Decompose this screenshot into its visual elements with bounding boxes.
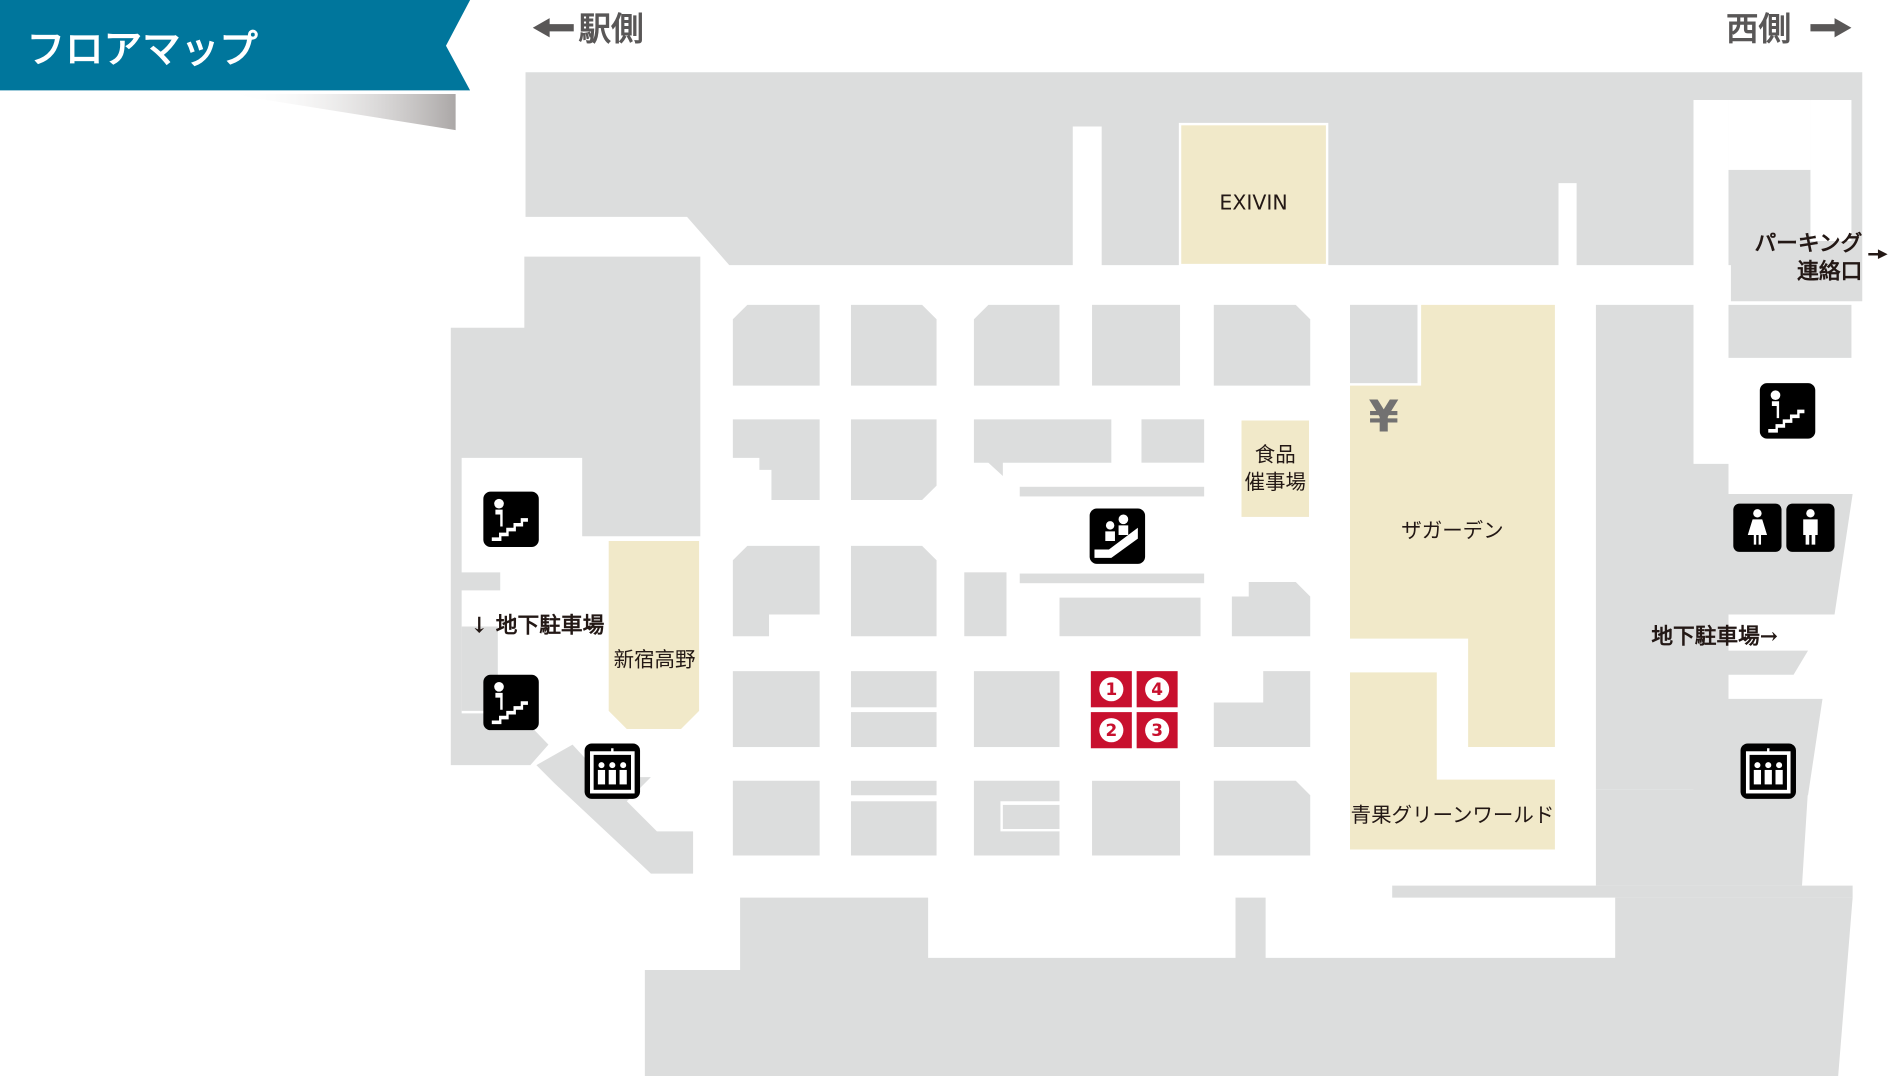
svg-text:EXIVIN: EXIVIN: [1219, 191, 1287, 215]
parking-link-label: パーキング 連絡口: [1754, 231, 1888, 284]
svg-text:1: 1: [1105, 679, 1117, 699]
svg-text:4: 4: [1151, 679, 1163, 699]
svg-text:催事場: 催事場: [1245, 470, 1306, 494]
header-banner: フロアマップ: [0, 0, 471, 131]
exit-4[interactable]: 4: [1136, 671, 1178, 708]
exit-2[interactable]: 2: [1090, 712, 1132, 749]
restroom-male-icon: [1786, 503, 1835, 552]
elevator-icon: [1738, 741, 1798, 801]
svg-text:パーキング: パーキング: [1754, 231, 1862, 257]
shop-exivin[interactable]: EXIVIN: [1181, 125, 1326, 264]
svg-text:ザガーデン: ザガーデン: [1401, 518, 1503, 542]
direction-right: 西側: [1726, 9, 1852, 48]
elevator-icon: [582, 741, 642, 801]
arrow-left-icon: [532, 18, 574, 38]
svg-text:新宿高野: 新宿高野: [614, 647, 696, 671]
svg-text:食品: 食品: [1255, 442, 1296, 466]
stairs-icon: [483, 674, 539, 731]
restroom-female-icon: [1733, 503, 1782, 552]
page-title: フロアマップ: [27, 28, 259, 73]
stairs-icon: [1759, 383, 1816, 439]
svg-text:3: 3: [1151, 720, 1163, 740]
svg-text:西側: 西側: [1726, 9, 1791, 48]
svg-text:青果グリーンワールド: 青果グリーンワールド: [1351, 803, 1555, 827]
direction-left: 駅側: [532, 9, 644, 48]
underground-parking-label-left: ↓ 地下駐車場: [470, 614, 604, 639]
interior-blocks: [732, 304, 1418, 856]
exit-3[interactable]: 3: [1136, 712, 1178, 749]
shop-shinjuku-takano[interactable]: 新宿高野: [608, 541, 700, 729]
shops: EXIVIN 食品 催事場 ザガーデン ¥ 青果グリーンワールド 新宿高野: [608, 125, 1555, 850]
atm-yen-icon: ¥: [1369, 392, 1399, 442]
arrow-right-icon: [1868, 249, 1888, 260]
escalator-icon: [1089, 508, 1146, 564]
stairs-icon: [483, 491, 539, 548]
numbered-exits: 1 4 2 3: [1090, 671, 1178, 749]
shop-food-event-hall[interactable]: 食品 催事場: [1241, 420, 1310, 517]
arrow-right-icon: [1810, 18, 1852, 38]
shop-seika-green-world[interactable]: 青果グリーンワールド: [1350, 672, 1555, 850]
shop-the-garden[interactable]: ザガーデン ¥: [1350, 304, 1555, 748]
underground-parking-label-right: 地下駐車場→: [1651, 624, 1778, 649]
exit-1[interactable]: 1: [1090, 671, 1132, 708]
svg-text:2: 2: [1105, 720, 1117, 740]
svg-text:駅側: 駅側: [579, 9, 644, 48]
building-blocks: [450, 72, 1863, 1076]
svg-text:連絡口: 連絡口: [1797, 258, 1862, 284]
